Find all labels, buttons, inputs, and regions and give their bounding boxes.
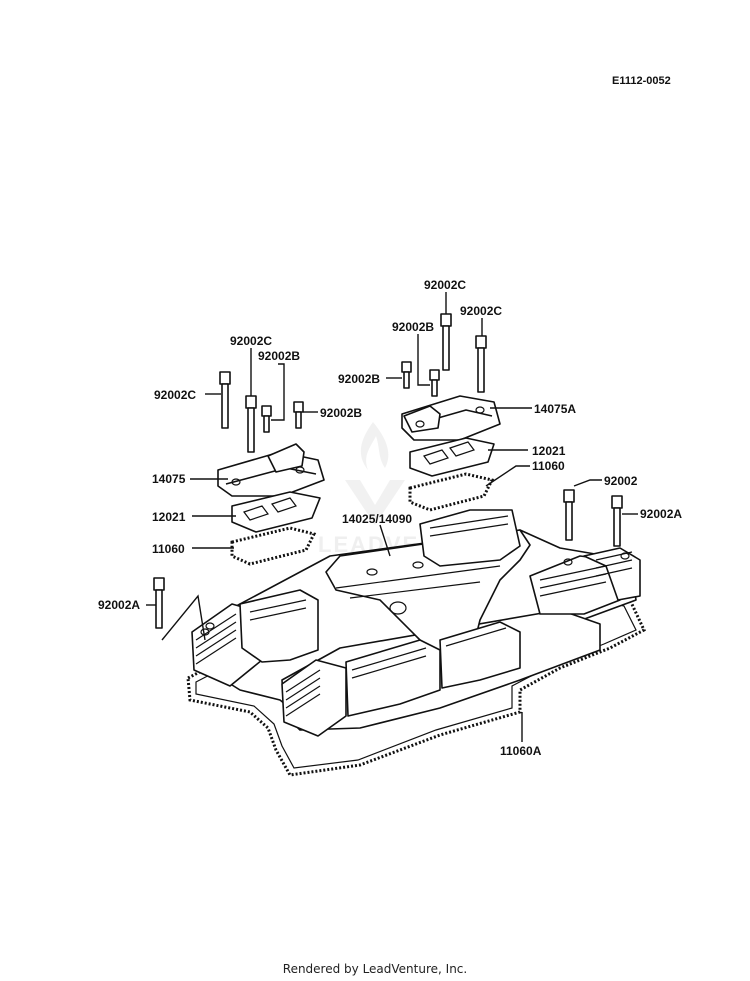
leader-lines xyxy=(146,292,638,742)
label-plate-left: 12021 xyxy=(152,510,186,524)
bolt-a-right xyxy=(611,495,623,547)
label-bolt-c-right: 92002C xyxy=(460,304,502,318)
bolt-c-right-top xyxy=(440,313,452,371)
bolt-b-right-left xyxy=(401,361,412,389)
left-plate xyxy=(231,491,321,533)
bolt-c-left-center xyxy=(245,395,257,453)
label-cover-left: 14075 xyxy=(152,472,186,486)
bolt-b-left-right xyxy=(293,401,304,429)
label-bolt-b-left-top: 92002B xyxy=(258,349,300,363)
right-small-gasket xyxy=(408,472,495,512)
reference-code: E1112-0052 xyxy=(612,75,671,87)
footer-credit: Rendered by LeadVenture, Inc. xyxy=(283,962,467,976)
label-bolt-c-right-top: 92002C xyxy=(424,278,466,292)
label-bolt-c-left: 92002C xyxy=(154,388,196,402)
right-breather-cover xyxy=(401,395,501,441)
bolt-b-right-center xyxy=(429,369,440,397)
left-small-gasket xyxy=(230,526,317,566)
label-bolt-b-right-lower: 92002B xyxy=(338,372,380,386)
cylinder-head-cover xyxy=(191,509,641,737)
bolt-c-left-long xyxy=(219,371,231,429)
label-main-gasket: 11060A xyxy=(500,744,542,758)
label-gasket-right: 11060 xyxy=(532,459,565,473)
label-bolt-b-left: 92002B xyxy=(320,406,362,420)
label-bolt-b-right-upper: 92002B xyxy=(392,320,434,334)
bolt-a-left xyxy=(153,577,165,629)
label-cover-right: 14075A xyxy=(534,402,576,416)
right-plate xyxy=(409,437,495,477)
label-bolt-a-right: 92002A xyxy=(640,507,682,521)
left-breather-cover xyxy=(217,443,325,497)
bolt-c-right-long xyxy=(475,335,487,393)
bolt-b-left-small xyxy=(261,405,272,433)
label-bolt-a-left: 92002A xyxy=(98,598,140,612)
label-head-cover: 14025/14090 xyxy=(342,512,412,526)
label-bolt-c-left-top: 92002C xyxy=(230,334,272,348)
label-gasket-left: 11060 xyxy=(152,542,185,556)
bolt-far-right xyxy=(563,489,575,541)
label-plate-right: 12021 xyxy=(532,444,566,458)
label-bolt-far-right: 92002 xyxy=(604,474,638,488)
